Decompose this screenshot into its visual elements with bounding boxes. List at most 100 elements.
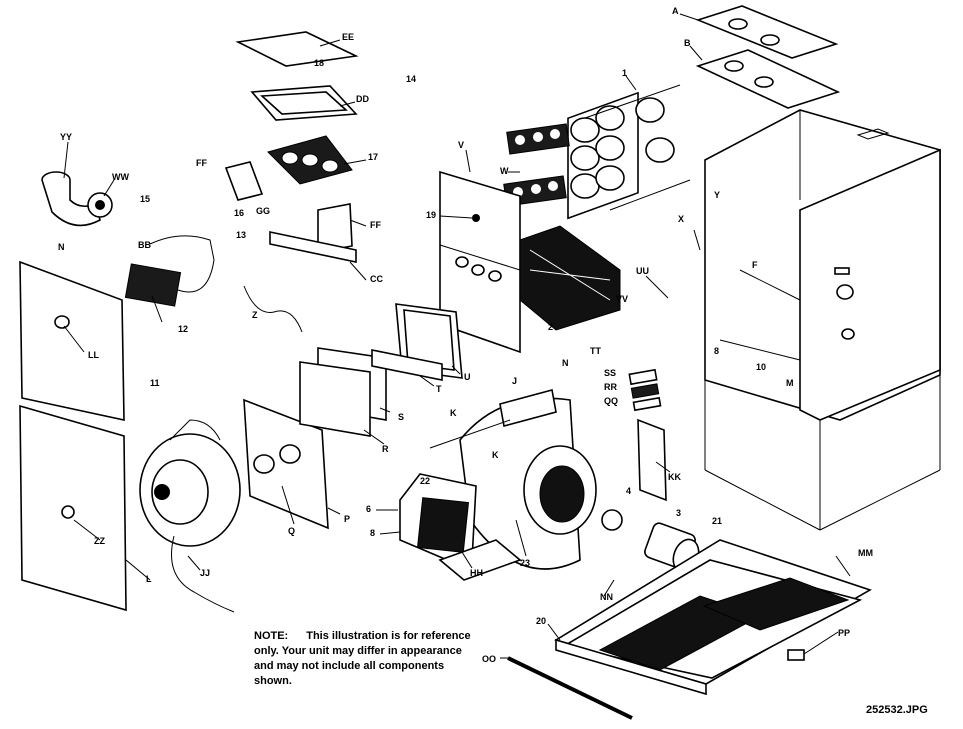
label-3: 3 — [676, 508, 681, 518]
label-y: Y — [714, 190, 720, 200]
label-r: R — [382, 444, 389, 454]
furnace-cabinet — [704, 109, 941, 531]
label-j: J — [512, 376, 517, 386]
label-cc: CC — [370, 274, 383, 284]
filter-rack-mm — [554, 539, 872, 696]
label-mm: MM — [858, 548, 873, 558]
label-16: 16 — [234, 208, 244, 218]
label-vv: VV — [616, 294, 628, 304]
label-20: 20 — [536, 616, 546, 626]
label-rr: RR — [604, 382, 617, 392]
label-15: 15 — [140, 194, 150, 204]
label-u: U — [464, 372, 471, 382]
label-w: W — [500, 166, 509, 176]
clip-pp — [787, 649, 805, 661]
control-board-hh — [399, 473, 522, 581]
label-q: Q — [288, 526, 295, 536]
bracket-ff — [224, 161, 264, 201]
top-plate-a — [695, 5, 839, 59]
label-k2: K — [492, 450, 499, 460]
label-21: 21 — [712, 516, 722, 526]
label-x: X — [678, 214, 684, 224]
label-18a: 18 — [314, 58, 324, 68]
label-a: A — [672, 6, 679, 16]
label-yy: YY — [60, 132, 72, 142]
secondary-coil — [519, 225, 621, 331]
collector-panel-q — [243, 398, 329, 530]
label-hh: HH — [470, 568, 483, 578]
lower-door — [19, 404, 127, 612]
part-ss — [628, 368, 658, 386]
gas-valve-12 — [124, 235, 215, 307]
part-qq — [632, 396, 662, 412]
label-23: 23 — [520, 558, 530, 568]
label-f: F — [752, 260, 758, 270]
label-ll: LL — [88, 350, 99, 360]
label-k1: K — [450, 408, 457, 418]
note-heading: NOTE: — [254, 630, 289, 642]
switch-ww — [87, 192, 113, 218]
leader-lines — [63, 13, 851, 659]
heat-exchanger — [567, 84, 691, 220]
label-gg: GG — [256, 206, 270, 216]
label-b: B — [684, 38, 691, 48]
inducer-blower-11 — [139, 419, 241, 613]
rail-k — [429, 419, 511, 449]
label-10: 10 — [756, 362, 766, 372]
burner-assembly-17 — [267, 135, 353, 185]
label-11: 11 — [150, 378, 160, 388]
wire-z — [243, 285, 303, 333]
label-13: 13 — [236, 230, 246, 240]
label-14: 14 — [406, 74, 416, 84]
label-12: 12 — [178, 324, 188, 334]
label-1: 1 — [622, 68, 627, 78]
label-ee: EE — [342, 32, 354, 42]
label-22: 22 — [420, 476, 430, 486]
label-z: Z — [252, 310, 258, 320]
label-s: S — [398, 412, 404, 422]
label-nn: NN — [600, 592, 613, 602]
label-oo: OO — [482, 654, 496, 664]
label-zz: ZZ — [94, 536, 105, 546]
label-4: 4 — [626, 486, 631, 496]
elbow-yy — [41, 171, 101, 227]
label-p: P — [344, 514, 350, 524]
label-ff1: FF — [196, 158, 207, 168]
label-dd: DD — [356, 94, 369, 104]
image-filename: 252532.JPG — [866, 704, 928, 716]
label-bb: BB — [138, 240, 151, 250]
label-8b: 8 — [370, 528, 375, 538]
label-tt: TT — [590, 346, 601, 356]
label-pp: PP — [838, 628, 850, 638]
label-n1: N — [58, 242, 65, 252]
label-l: L — [146, 574, 152, 584]
label-v: V — [458, 140, 464, 150]
strip-t — [371, 349, 443, 381]
label-19: 19 — [426, 210, 436, 220]
label-kk: KK — [668, 472, 681, 482]
top-plate-b — [695, 49, 841, 109]
label-n2: N — [562, 358, 569, 368]
label-17: 17 — [368, 152, 378, 162]
upper-door-n — [19, 260, 125, 421]
disclaimer-note: NOTE:This illustration is for reference … — [254, 629, 484, 689]
label-8a: 8 — [714, 346, 719, 356]
label-ss: SS — [604, 368, 616, 378]
note-body: This illustration is for reference only.… — [254, 630, 471, 687]
bracket-cc — [269, 203, 357, 263]
part-rr — [630, 383, 660, 399]
label-m: M — [786, 378, 794, 388]
blower-motor-3 — [601, 509, 700, 574]
rod-oo — [507, 656, 633, 720]
label-uu: UU — [636, 266, 649, 276]
callout-labels: A B EE 18 14 DD 1 YY WW FF 17 V W 15 16 … — [58, 6, 873, 664]
filter-r — [299, 361, 371, 437]
blower-housing — [459, 389, 597, 570]
bracket-kk — [637, 418, 667, 502]
label-t: T — [436, 384, 442, 394]
label-qq: QQ — [604, 396, 618, 406]
label-6: 6 — [366, 504, 371, 514]
gasket-dd — [250, 85, 358, 121]
label-2: 2 — [548, 322, 553, 332]
